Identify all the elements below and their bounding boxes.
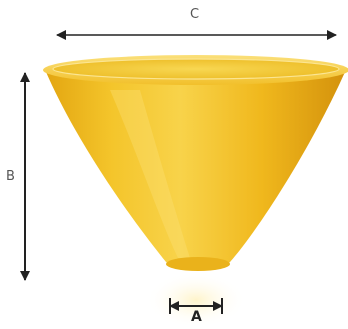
funnel-rim-edge	[52, 58, 340, 80]
funnel-inner-opening	[53, 59, 339, 79]
funnel-body	[46, 72, 345, 270]
top-diameter-label: C	[190, 7, 200, 22]
height-label: B	[6, 169, 15, 184]
bottom-diameter-label: A	[191, 309, 202, 325]
funnel-highlight	[110, 90, 190, 258]
funnel-outlet	[166, 257, 230, 271]
